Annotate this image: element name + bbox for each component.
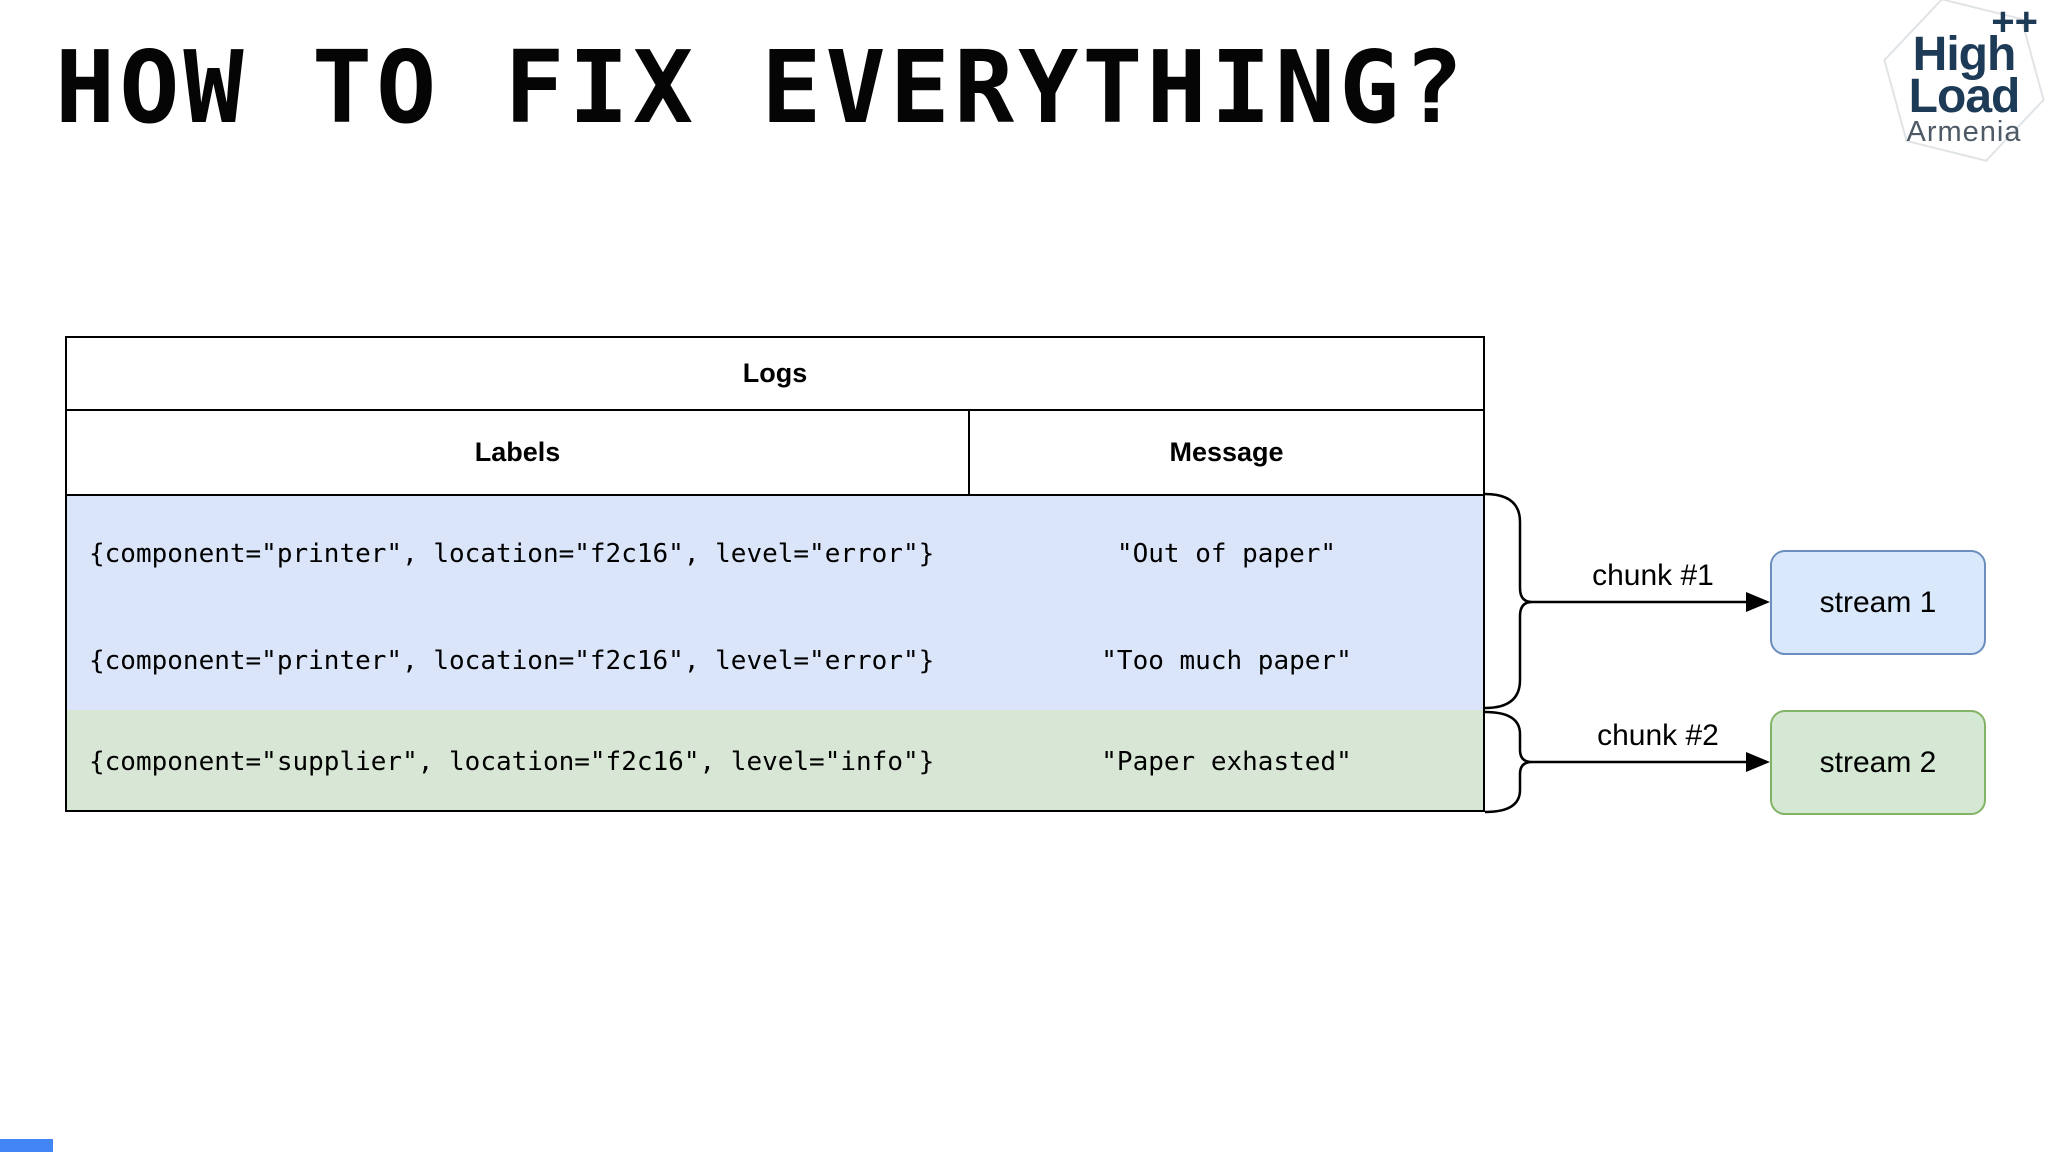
page-title: HOW TO FIX EVERYTHING? — [55, 29, 1468, 146]
stream2-label: stream 2 — [1819, 745, 1937, 779]
labels-cell: {component="printer", location="f2c16", … — [89, 539, 935, 569]
chunk1-arrowhead-icon — [1746, 592, 1770, 612]
chunk2-arrowhead-icon — [1746, 752, 1770, 772]
hexagon-icon — [1883, 0, 2045, 162]
message-cell: "Paper exhasted" — [1101, 747, 1352, 777]
chunk2-brace — [1484, 710, 1533, 814]
table-row: {component="printer", location="f2c16", … — [67, 496, 1483, 612]
stream1-box: stream 1 — [1770, 550, 1986, 655]
message-cell: "Too much paper" — [1101, 646, 1352, 676]
stream1-label: stream 1 — [1819, 585, 1937, 619]
corner-accent — [0, 1139, 53, 1152]
chunk1-label: chunk #1 — [1592, 559, 1714, 592]
logo-plusplus: ++ — [1991, 0, 2038, 44]
labels-cell: {component="supplier", location="f2c16",… — [89, 747, 935, 777]
chunk1-brace — [1484, 492, 1533, 710]
hexagon-shape — [1883, 0, 2045, 162]
table-row: {component="supplier", location="f2c16",… — [67, 710, 1483, 810]
column-header-message: Message — [1169, 437, 1284, 467]
chunk2-label: chunk #2 — [1597, 719, 1719, 752]
table-row: {component="printer", location="f2c16", … — [67, 612, 1483, 710]
logs-table: Logs Labels Message {component="printer"… — [65, 336, 1485, 812]
labels-cell: {component="printer", location="f2c16", … — [89, 646, 935, 676]
logo-word-high: High — [1912, 28, 2017, 81]
logo-word-load: Load — [1908, 70, 2021, 123]
stream2-box: stream 2 — [1770, 710, 1986, 815]
table-title: Logs — [67, 338, 1483, 411]
column-header-labels: Labels — [67, 411, 970, 494]
logo-subtitle: Armenia — [1906, 116, 2022, 148]
table-header-row: Labels Message — [67, 411, 1483, 496]
message-cell: "Out of paper" — [1116, 539, 1337, 569]
highload-logo: ++ High Load Armenia — [1876, 0, 2048, 176]
